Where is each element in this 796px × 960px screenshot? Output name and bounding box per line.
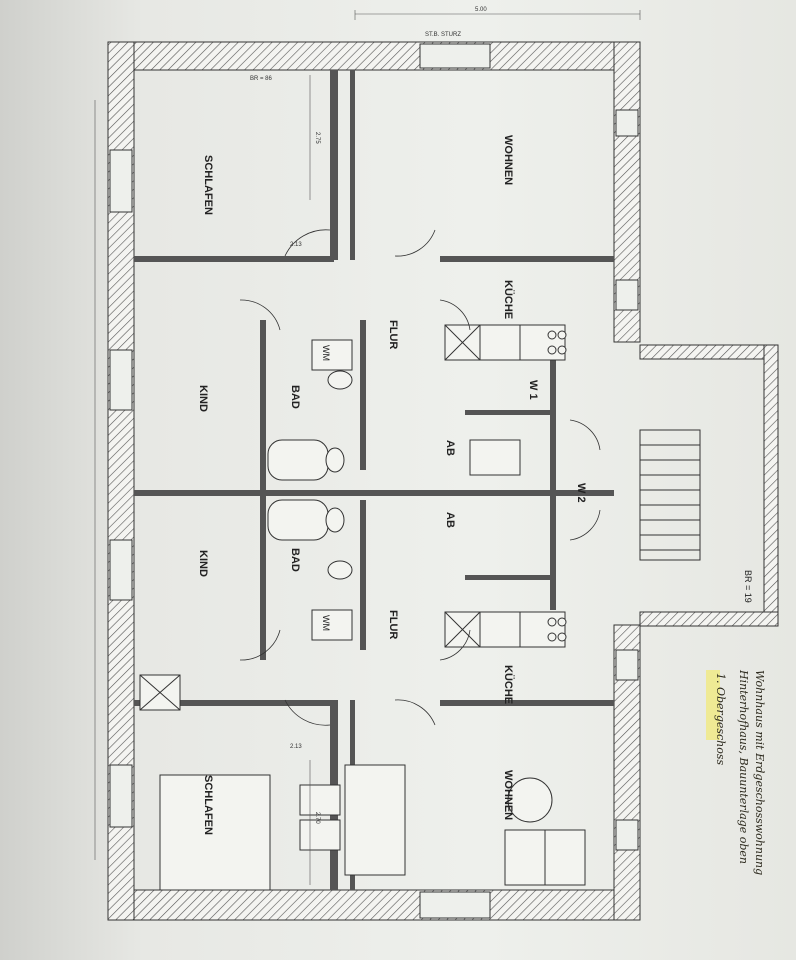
room-flur-1: FLUR xyxy=(387,320,399,349)
highlighter-mark xyxy=(706,670,720,740)
room-kind-1: KIND xyxy=(197,385,209,412)
door-swings xyxy=(239,229,601,726)
br-86-label: BR = 86 xyxy=(250,76,273,82)
room-kind-2: KIND xyxy=(197,550,209,577)
room-schlafen-1: SCHLAFEN xyxy=(202,155,214,215)
room-kueche-1: KÜCHE xyxy=(502,280,515,319)
staircase xyxy=(639,429,701,561)
handwritten-subtitle: Hinterhofhaus, Bauunterlage oben xyxy=(737,669,750,864)
dim-side-b: 2.70 xyxy=(314,812,320,824)
room-schlafen-2: SCHLAFEN xyxy=(202,775,214,835)
sturz-label: ST.B. STURZ xyxy=(425,32,461,38)
dim-side-a: 2.75 xyxy=(314,132,320,144)
room-kueche-2: KÜCHE xyxy=(502,665,515,704)
windows xyxy=(109,43,639,919)
room-wohnen-2: WOHNEN xyxy=(502,770,514,820)
room-ab-2: AB xyxy=(444,512,456,528)
unit-label-w1: W 1 xyxy=(527,380,539,400)
dim-top-width: 5.00 xyxy=(475,7,487,13)
dim-span-a: 2.13 xyxy=(290,242,302,248)
room-ab-1: AB xyxy=(444,440,456,456)
room-wohnen-1: WOHNEN xyxy=(502,135,514,185)
wm-label-1: WM xyxy=(321,345,331,361)
fixtures xyxy=(139,324,586,891)
room-bad-1: BAD xyxy=(289,385,301,409)
dim-span-b: 2.13 xyxy=(290,744,302,750)
unit-label-w2: W 2 xyxy=(575,483,587,503)
dimension-lines xyxy=(94,10,641,885)
wm-label-2: WM xyxy=(321,615,331,631)
handwritten-floor: 1. Obergeschoss xyxy=(714,673,727,766)
br-19-label: BR = 19 xyxy=(743,570,753,603)
room-flur-2: FLUR xyxy=(387,610,399,639)
room-bad-2: BAD xyxy=(289,548,301,572)
handwritten-title: Wohnhaus mit Erdgeschosswohnung xyxy=(753,670,766,875)
